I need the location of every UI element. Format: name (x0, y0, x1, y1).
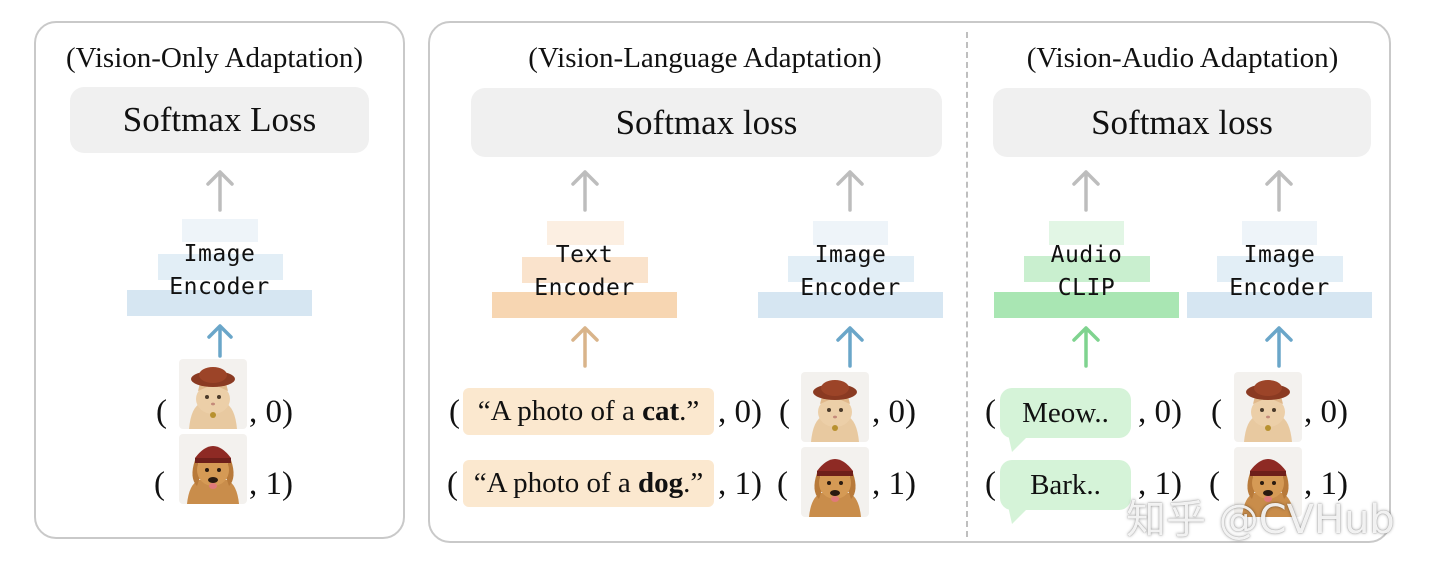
vl-row-cat-open: ( (449, 394, 460, 430)
va-image-encoder-label: Image Encoder (1229, 242, 1330, 301)
text-encoder-base (492, 292, 677, 318)
cat-image (179, 359, 247, 429)
vl-row-dog-close: , 1) (718, 466, 762, 502)
vision-only-encoder-top (182, 219, 258, 242)
vl-image-row-dog-open: ( (777, 466, 788, 502)
vision-only-row-cat-close: , 0) (249, 394, 293, 430)
vision-only-row-cat-open: ( (156, 394, 167, 430)
audio-encoder-base (994, 292, 1179, 318)
vision-language-loss-label: Softmax loss (615, 102, 798, 142)
va-image-encoder-mid (1217, 256, 1343, 282)
vision-only-encoder-mid (158, 254, 283, 280)
multimodal-panel (428, 21, 1391, 543)
vision-audio-loss-box: Softmax loss (993, 88, 1371, 157)
vl-caption-cat-prefix: “A photo of a (477, 395, 643, 427)
va-image-encoder-up-arrow-blue (1265, 326, 1293, 368)
va-image-encoder-up-arrow-gray (1265, 170, 1293, 212)
va-row-bark-open: ( (985, 466, 996, 502)
vl-caption-cat-bold: cat (642, 395, 680, 427)
vision-only-loss-label: Softmax Loss (122, 100, 317, 139)
cat-image (801, 372, 869, 442)
va-image-row-dog-open: ( (1209, 466, 1220, 502)
audio-bubble-meow: Meow.. (1000, 388, 1131, 438)
vision-only-panel (34, 21, 405, 539)
va-image-encoder-base (1187, 292, 1372, 318)
vl-row-cat-close: , 0) (718, 394, 762, 430)
vl-caption-dog-bold: dog (638, 467, 684, 499)
vision-only-row-dog-open: ( (154, 466, 165, 502)
vision-only-up-arrow-blue (207, 324, 233, 358)
vl-caption-dog: “A photo of a dog.” (463, 460, 714, 507)
audio-bubble-bark-label: Bark.. (1030, 468, 1101, 501)
vl-image-encoder-up-arrow-blue (836, 326, 864, 368)
vision-language-title: (Vision-Language Adaptation) (528, 42, 882, 74)
va-image-row-cat-open: ( (1211, 394, 1222, 430)
vl-image-encoder-label: Image Encoder (800, 242, 901, 301)
vl-image-row-cat-open: ( (779, 394, 790, 430)
vl-image-row-dog-close: , 1) (872, 466, 916, 502)
panel-divider (966, 32, 968, 537)
vision-language-loss-box: Softmax loss (471, 88, 942, 157)
vision-audio-title: (Vision-Audio Adaptation) (1026, 42, 1339, 74)
audio-bubble-meow-label: Meow.. (1022, 396, 1109, 429)
watermark: 知乎 @CVHub (1126, 497, 1395, 543)
vision-audio-loss-label: Softmax loss (1091, 102, 1273, 142)
audio-bubble-bark-tail (1008, 506, 1030, 524)
audio-encoder-top (1049, 221, 1124, 245)
vl-caption-cat-suffix: .” (679, 395, 700, 427)
va-image-row-cat-close: , 0) (1304, 394, 1348, 430)
vision-only-row-dog-close: , 1) (249, 466, 293, 502)
text-encoder-label: Text Encoder (534, 242, 635, 301)
vision-only-up-arrow-gray (206, 170, 234, 212)
audio-bubble-meow-tail (1008, 434, 1030, 452)
text-encoder-top (547, 221, 624, 245)
vision-only-loss-box: Softmax Loss (70, 87, 369, 153)
audio-encoder-label: Audio CLIP (1050, 242, 1123, 301)
dog-image (801, 447, 869, 517)
text-encoder-up-arrow-gray (571, 170, 599, 212)
vision-only-encoder-label: Image Encoder (169, 241, 270, 300)
cat-image (1234, 372, 1302, 442)
audio-encoder-up-arrow-gray (1072, 170, 1100, 212)
audio-bubble-bark: Bark.. (1000, 460, 1131, 510)
vl-caption-cat: “A photo of a cat.” (463, 388, 714, 435)
vl-image-encoder-up-arrow-gray (836, 170, 864, 212)
vision-only-title: (Vision-Only Adaptation) (66, 42, 364, 74)
vl-caption-dog-prefix: “A photo of a (473, 467, 639, 499)
va-row-bark-close: , 1) (1138, 466, 1182, 502)
va-image-encoder-top (1242, 221, 1317, 245)
vl-image-encoder-mid (788, 256, 914, 282)
va-row-meow-open: ( (985, 394, 996, 430)
audio-encoder-up-arrow-green (1072, 326, 1100, 368)
vl-image-encoder-base (758, 292, 943, 318)
va-image-row-dog-close: , 1) (1304, 466, 1348, 502)
audio-encoder-mid (1024, 256, 1150, 282)
va-row-meow-close: , 0) (1138, 394, 1182, 430)
vl-caption-dog-suffix: .” (683, 467, 704, 499)
vl-row-dog-open: ( (447, 466, 458, 502)
vl-image-row-cat-close: , 0) (872, 394, 916, 430)
vision-only-encoder-base (127, 290, 312, 316)
vl-image-encoder-top (813, 221, 888, 245)
text-encoder-up-arrow-orange (571, 326, 599, 368)
text-encoder-mid (522, 257, 648, 283)
dog-image (179, 434, 247, 504)
